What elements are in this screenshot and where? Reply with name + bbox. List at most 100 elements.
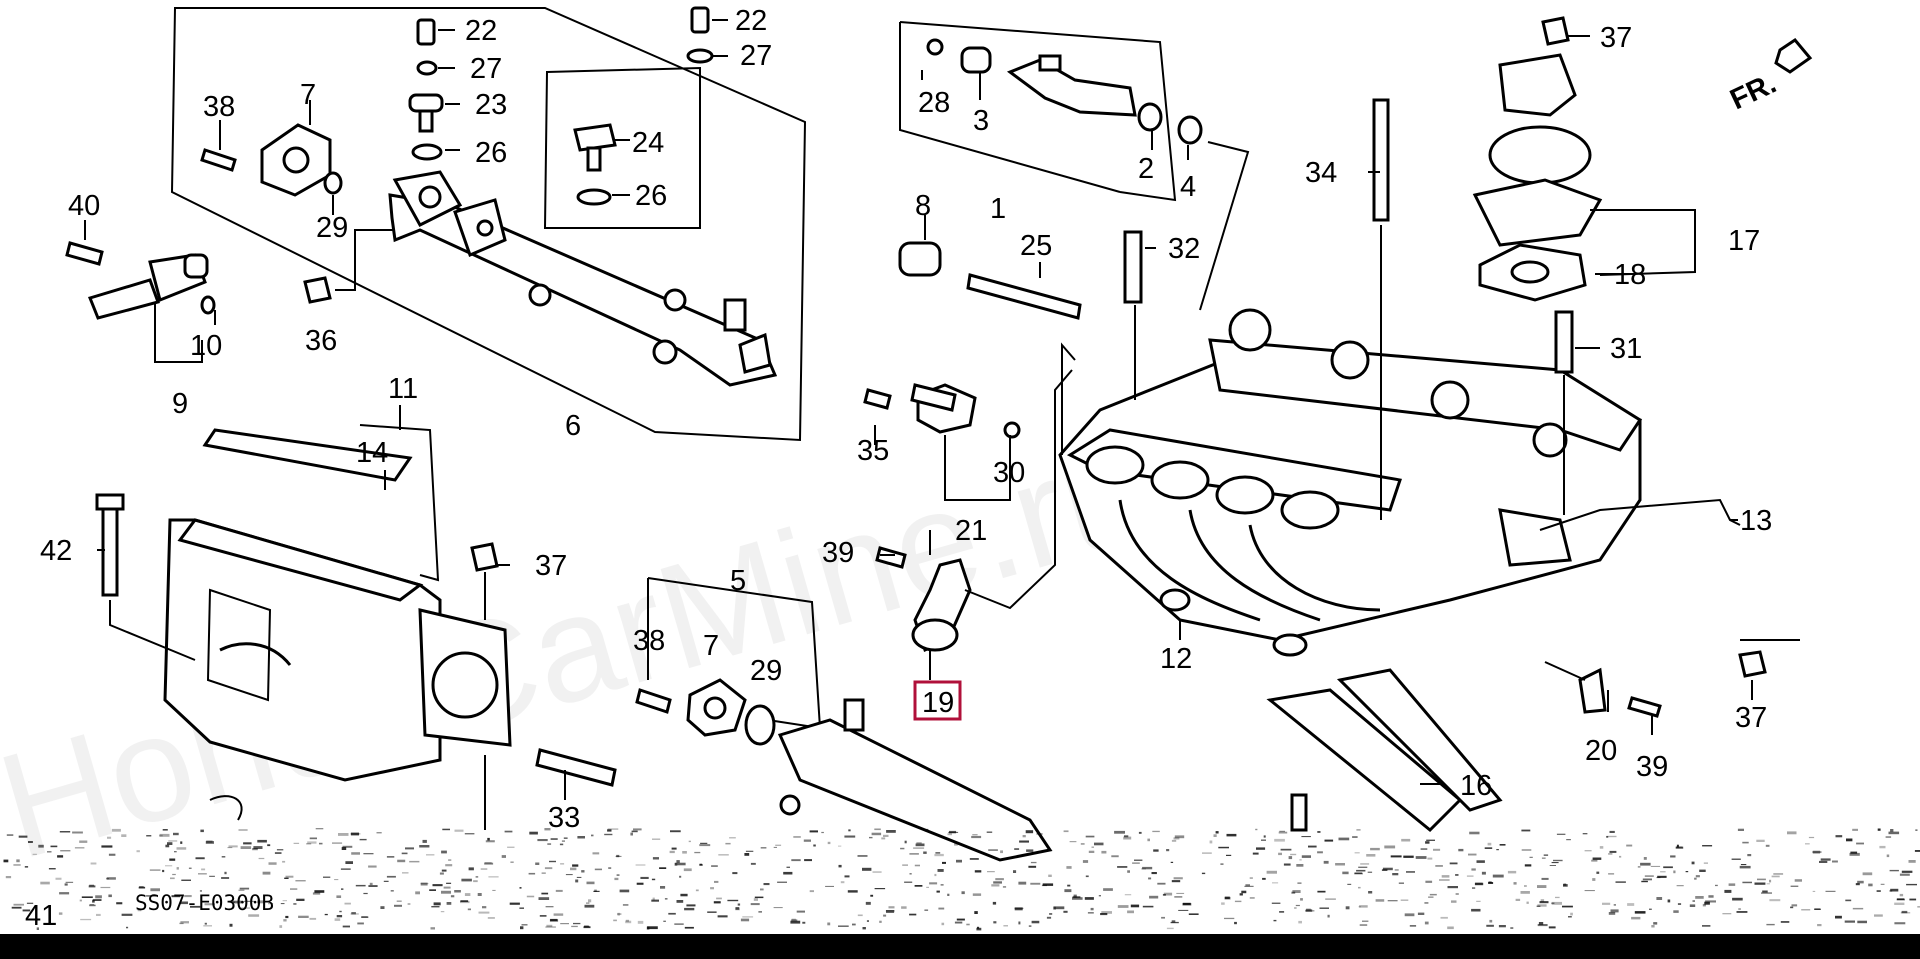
noise-speck (576, 876, 582, 878)
noise-speck (1642, 878, 1652, 881)
noise-speck (336, 895, 342, 898)
noise-speck (276, 849, 284, 851)
callout-17: 17 (1728, 225, 1760, 257)
noise-speck (1163, 892, 1173, 896)
noise-speck (924, 909, 929, 911)
noise-speck (637, 920, 644, 924)
noise-speck (315, 828, 324, 830)
noise-speck (622, 904, 629, 906)
noise-speck (450, 895, 455, 898)
noise-speck (464, 833, 475, 835)
noise-speck (407, 903, 411, 905)
noise-speck (545, 926, 556, 928)
noise-speck (1852, 907, 1864, 910)
noise-speck (1066, 866, 1072, 869)
noise-speck (1570, 912, 1573, 916)
noise-speck (804, 859, 812, 862)
noise-speck (1608, 873, 1615, 875)
noise-speck (796, 910, 805, 913)
callout-32: 32 (1168, 233, 1200, 265)
noise-speck (355, 884, 366, 887)
noise-speck (48, 868, 56, 870)
noise-speck (146, 895, 157, 897)
noise-speck (351, 852, 360, 855)
noise-speck (1063, 910, 1068, 913)
bolt-38-upper (200, 148, 237, 172)
egr-valve-body (1488, 125, 1592, 185)
washer-27-a (416, 60, 438, 76)
noise-speck (3, 859, 9, 863)
callout-30: 30 (993, 457, 1025, 489)
noise-speck (165, 844, 170, 848)
noise-speck (1879, 845, 1886, 849)
noise-speck (1814, 908, 1821, 910)
noise-speck (1149, 895, 1159, 899)
noise-speck (1147, 838, 1150, 842)
noise-speck (1220, 863, 1224, 865)
noise-speck (652, 857, 659, 860)
noise-speck (1602, 902, 1611, 905)
noise-speck (1868, 883, 1873, 887)
noise-speck (977, 926, 980, 929)
noise-speck (909, 913, 917, 916)
noise-speck (1857, 920, 1867, 924)
noise-speck (802, 921, 806, 924)
noise-speck (162, 869, 165, 873)
noise-speck (81, 896, 93, 898)
noise-speck (1649, 908, 1652, 910)
noise-speck (162, 829, 168, 831)
noise-speck (363, 853, 374, 855)
noise-speck (1305, 910, 1315, 912)
noise-speck (38, 844, 44, 848)
noise-speck (1342, 871, 1349, 875)
noise-speck (870, 894, 874, 897)
noise-speck (238, 889, 245, 891)
noise-speck (1515, 898, 1521, 901)
noise-speck (284, 877, 289, 879)
noise-speck (323, 876, 331, 878)
noise-speck (684, 907, 695, 911)
noise-speck (257, 839, 267, 843)
noise-speck (279, 925, 283, 928)
noise-speck (1766, 923, 1775, 926)
callout-9: 9 (172, 388, 188, 420)
noise-speck (298, 915, 309, 918)
noise-speck (1317, 851, 1323, 854)
noise-speck (1381, 869, 1388, 871)
noise-speck (179, 922, 184, 925)
noise-speck (900, 847, 905, 850)
noise-speck (584, 904, 595, 908)
noise-speck (26, 902, 34, 904)
noise-speck (13, 903, 24, 906)
noise-speck (1742, 881, 1752, 884)
noise-speck (361, 916, 369, 918)
noise-speck (1626, 844, 1633, 847)
noise-speck (1132, 862, 1140, 864)
noise-speck (586, 902, 590, 904)
noise-speck (1844, 920, 1855, 923)
noise-speck (199, 890, 202, 892)
noise-speck (334, 918, 341, 921)
noise-speck (188, 867, 192, 869)
noise-speck (1028, 925, 1032, 927)
injector-connector (1038, 54, 1062, 72)
noise-speck (59, 892, 70, 895)
noise-speck (101, 845, 113, 848)
noise-speck (844, 875, 850, 878)
noise-speck (1455, 874, 1459, 876)
callout-7-lower: 7 (703, 630, 719, 662)
noise-speck (1424, 921, 1429, 925)
noise-speck (1327, 914, 1330, 918)
noise-speck (809, 830, 818, 833)
noise-speck (1458, 848, 1464, 852)
noise-speck (1489, 919, 1493, 923)
noise-speck (1852, 828, 1858, 831)
noise-speck (1368, 891, 1373, 894)
noise-speck (541, 892, 549, 895)
noise-speck (460, 900, 470, 904)
noise-speck (904, 881, 913, 883)
noise-speck (1474, 882, 1484, 886)
noise-speck (1702, 903, 1706, 907)
noise-speck (1426, 839, 1435, 841)
noise-speck (1273, 919, 1277, 922)
